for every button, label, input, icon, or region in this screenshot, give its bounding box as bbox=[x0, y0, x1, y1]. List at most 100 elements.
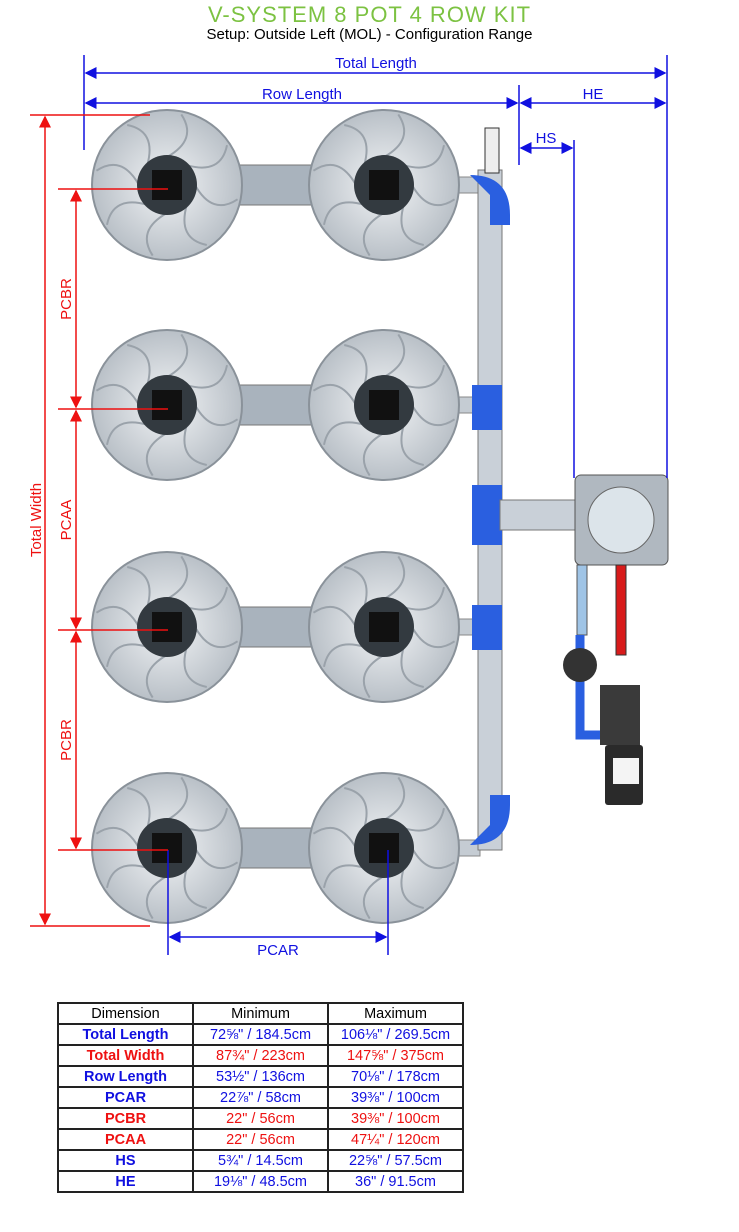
hs-label: HS bbox=[536, 130, 557, 147]
minimum-cell: 22" / 56cm bbox=[192, 1128, 329, 1151]
page-subtitle: Setup: Outside Left (MOL) - Configuratio… bbox=[206, 26, 533, 43]
pots-layer bbox=[91, 109, 481, 924]
dimension-cell: HE bbox=[57, 1170, 194, 1193]
minimum-cell: 22" / 56cm bbox=[192, 1107, 329, 1130]
pot-rib bbox=[400, 424, 424, 466]
pot-rib bbox=[186, 808, 228, 832]
drain-grate-icon bbox=[152, 833, 182, 863]
header-dimension: Dimension bbox=[57, 1002, 194, 1025]
pot-rib bbox=[403, 587, 445, 611]
pot-rib bbox=[400, 646, 424, 688]
pot-rib bbox=[145, 654, 168, 699]
pot-rib bbox=[145, 875, 168, 920]
drain-grate-icon bbox=[369, 390, 399, 420]
pot-rib bbox=[323, 201, 365, 225]
pot-rib bbox=[194, 404, 239, 427]
pot-rib bbox=[194, 626, 239, 649]
minimum-cell: 5¾" / 14.5cm bbox=[192, 1149, 329, 1172]
pot-rib bbox=[362, 654, 385, 699]
pot-rib bbox=[312, 383, 357, 406]
pot-rib bbox=[127, 566, 151, 608]
pot-rib bbox=[344, 787, 368, 829]
connecting-pipe bbox=[234, 606, 321, 648]
drain-grate-icon bbox=[369, 170, 399, 200]
drain-grate-icon bbox=[369, 612, 399, 642]
connecting-pipe bbox=[234, 384, 321, 426]
header-minimum: Minimum bbox=[192, 1002, 329, 1025]
pcbr-top-label: PCBR bbox=[58, 278, 75, 320]
pot-rib bbox=[127, 787, 151, 829]
pcaa-label: PCAA bbox=[58, 500, 75, 541]
pot-rib bbox=[323, 421, 365, 445]
pot-rib bbox=[186, 145, 228, 169]
pot-rib bbox=[383, 776, 406, 821]
pot-rib bbox=[127, 124, 151, 166]
pcbr-bottom-label: PCBR bbox=[58, 719, 75, 761]
pot-rib bbox=[362, 212, 385, 257]
maximum-cell: 47¼" / 120cm bbox=[327, 1128, 464, 1151]
pot-rib bbox=[403, 365, 445, 389]
pot-rib bbox=[403, 808, 445, 832]
pot-rib bbox=[95, 383, 140, 406]
maximum-cell: 39⅜" / 100cm bbox=[327, 1086, 464, 1109]
pot-rib bbox=[106, 201, 148, 225]
minimum-cell: 87¾" / 223cm bbox=[192, 1044, 329, 1067]
pot-rib bbox=[362, 875, 385, 920]
drain-grate-icon bbox=[152, 170, 182, 200]
maximum-cell: 70⅛" / 178cm bbox=[327, 1065, 464, 1088]
pot-rib bbox=[186, 587, 228, 611]
dimension-cell: Row Length bbox=[57, 1065, 194, 1088]
pot-rib bbox=[383, 555, 406, 600]
pot-rib bbox=[95, 163, 140, 186]
system-diagram: Total Length Row Length HE HS PCAR Total… bbox=[28, 55, 669, 959]
pot-rib bbox=[312, 163, 357, 186]
pot-rib bbox=[95, 826, 140, 849]
maximum-cell: 106⅛" / 269.5cm bbox=[327, 1023, 464, 1046]
pot-rib bbox=[106, 643, 148, 667]
pot-rib bbox=[323, 864, 365, 888]
minimum-cell: 53½" / 136cm bbox=[192, 1065, 329, 1088]
reservoir-tank bbox=[563, 474, 669, 805]
pot-rib bbox=[400, 204, 424, 246]
maximum-cell: 147⅝" / 375cm bbox=[327, 1044, 464, 1067]
pot-rib bbox=[194, 847, 239, 870]
minimum-cell: 22⅞" / 58cm bbox=[192, 1086, 329, 1109]
pot-rib bbox=[194, 184, 239, 207]
connecting-pipe bbox=[234, 164, 321, 206]
pot-rib bbox=[411, 847, 456, 870]
dimension-cell: PCAA bbox=[57, 1128, 194, 1151]
pot-rib bbox=[166, 333, 189, 378]
pot-rib bbox=[344, 124, 368, 166]
total-length-label: Total Length bbox=[335, 55, 417, 72]
drain-grate-icon bbox=[152, 390, 182, 420]
pot-rib bbox=[403, 145, 445, 169]
pot-rib bbox=[383, 333, 406, 378]
dimension-cell: Total Width bbox=[57, 1044, 194, 1067]
pot-rib bbox=[400, 867, 424, 909]
maximum-cell: 39⅜" / 100cm bbox=[327, 1107, 464, 1130]
pot-rib bbox=[106, 421, 148, 445]
drain-grate-icon bbox=[369, 833, 399, 863]
pcar-label: PCAR bbox=[257, 942, 299, 959]
pot-rib bbox=[344, 566, 368, 608]
page-title: V-SYSTEM 8 POT 4 ROW KIT bbox=[207, 2, 532, 27]
header-maximum: Maximum bbox=[327, 1002, 464, 1025]
dimension-cell: PCBR bbox=[57, 1107, 194, 1130]
pot-rib bbox=[411, 184, 456, 207]
pot-rib bbox=[312, 826, 357, 849]
maximum-cell: 36" / 91.5cm bbox=[327, 1170, 464, 1193]
pot-rib bbox=[183, 867, 207, 909]
pot-rib bbox=[95, 605, 140, 628]
pot-rib bbox=[166, 776, 189, 821]
he-label: HE bbox=[583, 86, 604, 103]
pot-rib bbox=[145, 212, 168, 257]
pot-rib bbox=[166, 555, 189, 600]
